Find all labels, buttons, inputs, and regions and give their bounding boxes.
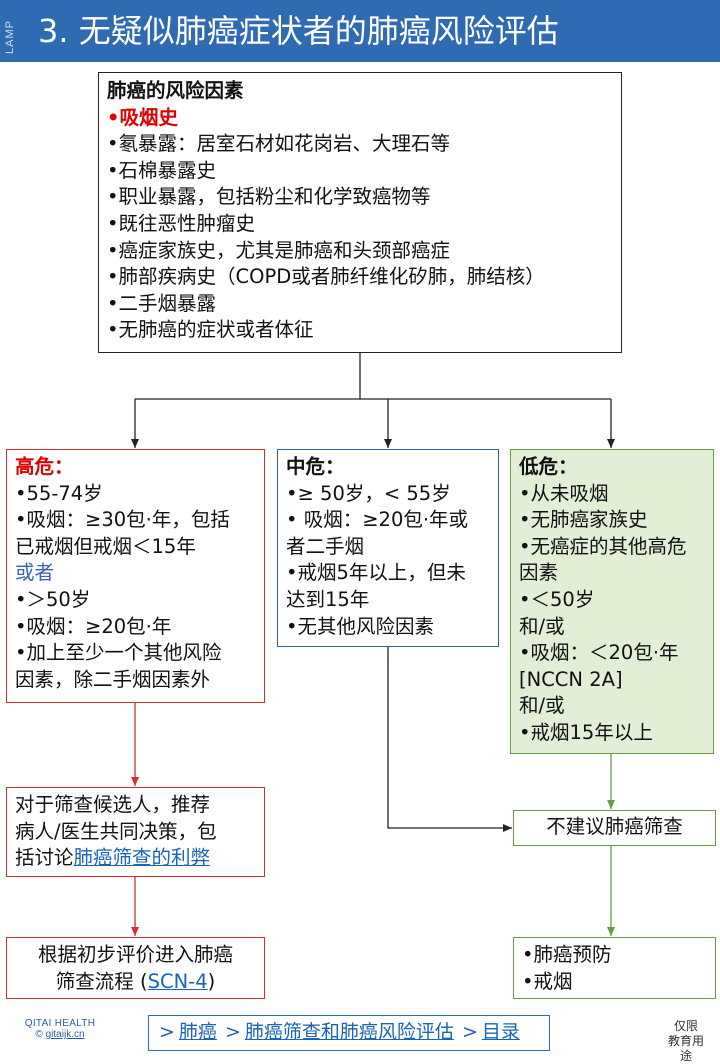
shared-decision-prefix: 括讨论 [15, 846, 74, 870]
low-risk-line: •戒烟15年以上 [519, 720, 653, 744]
mid-risk-line: •≥ 50岁，< 55岁 [286, 481, 451, 505]
risk-factor-item: •石棉暴露史 [107, 158, 217, 182]
low-risk-line: •无癌症的其他高危 [519, 534, 687, 558]
breadcrumb-separator: > [224, 1021, 241, 1043]
no-screening-text: 不建议肺癌筛查 [546, 815, 683, 838]
copyright-symbol: © [35, 1029, 46, 1040]
prevention-line: •肺癌预防 [522, 943, 612, 966]
risk-factor-item: •肺部疾病史（COPD或者肺纤维化矽肺，肺结核） [107, 265, 545, 289]
initial-evaluation-prefix: 筛查流程 ( [55, 969, 148, 993]
high-risk-or-label: 或者 [15, 561, 55, 585]
education-note-line: 教育用途 [667, 1034, 704, 1063]
low-risk-line: •无肺癌家族史 [519, 508, 648, 532]
no-screening-box: 不建议肺癌筛查 [513, 810, 716, 846]
initial-evaluation-line: 筛查流程 (SCN-4) [13, 969, 258, 996]
low-risk-line: •＜50岁 [519, 587, 595, 611]
mid-risk-line: • 吸烟：≥20包·年或 [286, 508, 469, 532]
high-risk-label: 高危： [15, 455, 74, 478]
low-risk-line: [NCCN 2A] [519, 667, 623, 691]
high-risk-line: •55-74岁 [15, 481, 103, 505]
header-bar: LAMP 3. 无疑似肺癌症状者的肺癌风险评估 [0, 0, 720, 62]
breadcrumb-screening-assessment[interactable]: 肺癌筛查和肺癌风险评估 [244, 1021, 454, 1043]
high-risk-line: 因素，除二手烟因素外 [15, 667, 211, 691]
initial-evaluation-line: 根据初步评价进入肺癌 [37, 943, 233, 966]
education-note-line: 仅限 [673, 1019, 698, 1033]
mid-risk-line: 达到15年 [286, 587, 370, 611]
screening-pros-cons-link[interactable]: 肺癌筛查的利弊 [73, 846, 211, 870]
breadcrumb: >肺癌 >肺癌筛查和肺癌风险评估 >目录 [148, 1015, 550, 1051]
low-risk-line: •吸烟：＜20包·年 [519, 641, 679, 665]
risk-factor-item: •二手烟暴露 [107, 291, 217, 315]
risk-factor-item: •既往恶性肿瘤史 [107, 211, 256, 235]
low-risk-line: 和/或 [519, 694, 565, 718]
risk-factor-item: •氡暴露：居室石材如花岗岩、大理石等 [107, 132, 451, 156]
shared-decision-box: 对于筛查候选人，推荐 病人/医生共同决策，包 括讨论肺癌筛查的利弊 [6, 787, 265, 877]
branch-connector [131, 353, 615, 448]
footer-brand: QITAI HEALTH © gitaijk.cn [16, 1018, 104, 1040]
initial-evaluation-suffix: ) [207, 969, 216, 993]
low-risk-line: 因素 [519, 561, 559, 585]
low-risk-box: 低危： •从未吸烟 •无肺癌家族史 •无癌症的其他高危 因素 •＜50岁 和/或… [510, 449, 714, 754]
risk-factor-item: •职业暴露，包括粉尘和化学致癌物等 [107, 185, 431, 209]
mid-risk-line: •无其他风险因素 [286, 614, 435, 638]
high-risk-box: 高危： •55-74岁 •吸烟：≥30包·年，包括 已戒烟但戒烟＜15年 或者 … [6, 449, 265, 703]
mid-risk-line: 者二手烟 [286, 534, 365, 558]
risk-factor-smoking: •吸烟史 [107, 105, 178, 129]
prevention-box: •肺癌预防 •戒烟 [513, 937, 716, 999]
mid-risk-line: •戒烟5年以上，但未 [286, 561, 466, 585]
breadcrumb-lung-cancer[interactable]: 肺癌 [178, 1021, 217, 1043]
scn-4-link[interactable]: SCN-4 [147, 969, 208, 993]
high-risk-line: •加上至少一个其他风险 [15, 641, 222, 665]
risk-factors-title: 肺癌的风险因素 [107, 79, 244, 102]
mid-risk-label: 中危： [286, 455, 345, 478]
shared-decision-line: 病人/医生共同决策，包 [15, 819, 217, 843]
initial-evaluation-box: 根据初步评价进入肺癌 筛查流程 (SCN-4) [6, 937, 265, 999]
breadcrumb-separator: > [461, 1021, 478, 1043]
site-link[interactable]: gitaijk.cn [45, 1029, 85, 1040]
education-use-note: 仅限 教育用途 [664, 1019, 708, 1064]
brand-name: QITAI HEALTH [24, 1018, 96, 1029]
mid-risk-arrow [387, 647, 512, 832]
high-risk-line: •吸烟：≥30包·年，包括 [15, 508, 230, 532]
high-risk-line: •吸烟：≥20包·年 [15, 614, 172, 638]
high-risk-line: 已戒烟但戒烟＜15年 [15, 534, 196, 558]
low-risk-line: •从未吸烟 [519, 481, 609, 505]
risk-factor-item: •无肺癌的症状或者体征 [107, 318, 314, 342]
risk-factors-box: 肺癌的风险因素 •吸烟史 •氡暴露：居室石材如花岗岩、大理石等 •石棉暴露史 •… [98, 72, 622, 353]
low-risk-label: 低危： [519, 455, 578, 478]
prevention-line: •戒烟 [522, 969, 573, 993]
mid-risk-box: 中危： •≥ 50岁，< 55岁 • 吸烟：≥20包·年或 者二手烟 •戒烟5年… [277, 449, 499, 647]
low-risk-line: 和/或 [519, 614, 565, 638]
breadcrumb-contents[interactable]: 目录 [481, 1021, 520, 1043]
high-risk-line: •＞50岁 [15, 587, 91, 611]
page-title: 3. 无疑似肺癌症状者的肺癌风险评估 [38, 12, 559, 50]
site-link-wrap: © gitaijk.cn [16, 1029, 104, 1040]
risk-factor-item: •癌症家族史，尤其是肺癌和头颈部癌症 [107, 238, 451, 262]
breadcrumb-separator: > [159, 1021, 175, 1043]
shared-decision-line: 括讨论肺癌筛查的利弊 [15, 845, 256, 872]
shared-decision-line: 对于筛查候选人，推荐 [15, 793, 211, 816]
